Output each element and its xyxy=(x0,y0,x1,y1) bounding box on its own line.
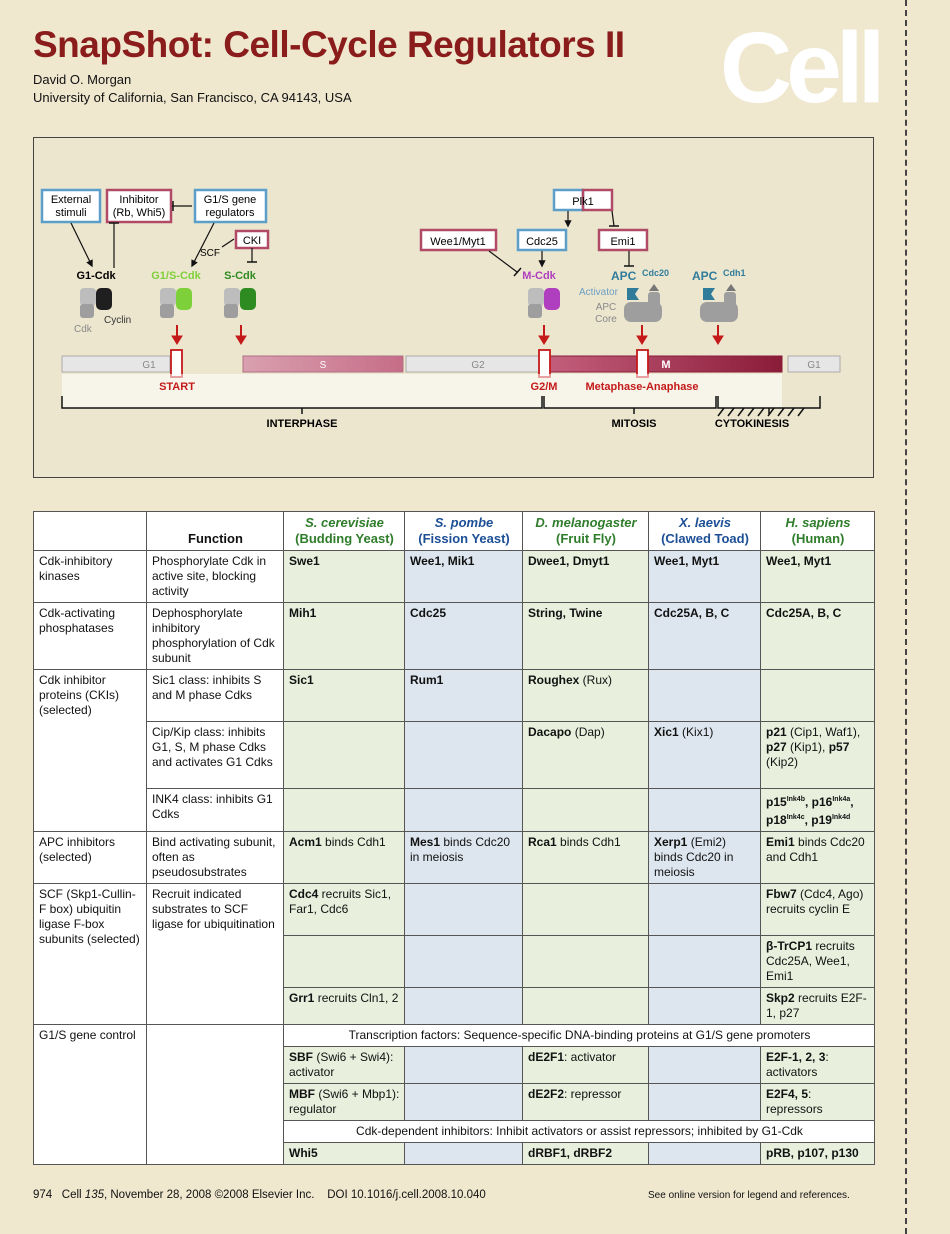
table-row: β-TrCP1 recruits Cdc25A, Wee1, Emi1 xyxy=(34,935,875,988)
svg-text:External: External xyxy=(51,194,91,206)
phase-g1-next: G1 xyxy=(807,360,821,371)
inhibitor-box: Inhibitor (Rb, Whi5) xyxy=(105,188,173,224)
svg-text:Cdc20: Cdc20 xyxy=(642,268,669,278)
header-hsapiens: H. sapiens(Human) xyxy=(760,511,875,551)
footer-note: See online version for legend and refere… xyxy=(648,1190,850,1201)
table-row: SBF (Swi6 + Swi4): activator dE2F1: acti… xyxy=(34,1046,875,1084)
footer-citation: 974 Cell 135, November 28, 2008 ©2008 El… xyxy=(33,1189,486,1201)
cki-box: CKI xyxy=(234,229,270,250)
apc-cdc20-label: APC Cdc20 xyxy=(611,268,669,283)
table-row: APC inhibitors (selected) Bind activatin… xyxy=(33,831,875,884)
s-cdk-complex xyxy=(224,288,256,318)
table-row: Cdk inhibitor proteins (CKIs) (selected)… xyxy=(33,669,875,832)
table-row: Grr1 recruits Cln1, 2 Skp2 recruits E2F-… xyxy=(34,987,875,1025)
m-cdk-complex xyxy=(528,288,560,318)
interphase-label: INTERPHASE xyxy=(267,418,338,430)
external-stimuli-box: External stimuli xyxy=(40,188,102,224)
affiliation: University of California, San Francisco,… xyxy=(33,90,352,105)
table-header-row: Function S. cerevisiae(Budding Yeast) S.… xyxy=(33,511,875,551)
cytokinesis-label: CYTOKINESIS xyxy=(715,418,789,430)
start-label: START xyxy=(159,381,195,393)
table-row: Whi5 dRBF1, dRBF2 pRB, p107, p130 xyxy=(34,1142,875,1165)
activator-label: Activator xyxy=(579,287,619,298)
phase-g1: G1 xyxy=(142,360,156,371)
emi1-box: Emi1 xyxy=(597,228,649,252)
page-title: SnapShot: Cell-Cycle Regulators II xyxy=(33,24,625,65)
m-cdk-label: M-Cdk xyxy=(522,270,556,282)
apc-core-label-1: APC xyxy=(596,302,617,313)
metaphase-anaphase-label: Metaphase-Anaphase xyxy=(585,381,698,393)
apc-cdh1-label: APC Cdh1 xyxy=(692,268,746,283)
header-xlaevis: X. laevis(Clawed Toad) xyxy=(648,511,761,551)
svg-text:CKI: CKI xyxy=(243,235,261,247)
table-row: Cdk-activating phosphatases Dephosphoryl… xyxy=(33,602,875,670)
svg-text:Emi1: Emi1 xyxy=(610,236,635,248)
scf-label: SCF xyxy=(200,248,220,259)
header-function: Function xyxy=(146,511,284,551)
cyclin-label: Cyclin xyxy=(104,315,131,326)
apc-cdh1-complex xyxy=(700,284,738,322)
cut-line xyxy=(905,0,907,1234)
svg-text:G1/S gene: G1/S gene xyxy=(204,194,257,206)
phase-brackets xyxy=(61,396,821,417)
wee1-myt1-box: Wee1/Myt1 xyxy=(419,228,498,252)
svg-text:stimuli: stimuli xyxy=(55,207,86,219)
mitosis-label: MITOSIS xyxy=(611,418,656,430)
svg-text:Plk1: Plk1 xyxy=(572,196,593,208)
header-dmelanogaster: D. melanogaster(Fruit Fly) xyxy=(522,511,649,551)
svg-text:(Rb, Whi5): (Rb, Whi5) xyxy=(113,207,166,219)
g1s-cdk-label: G1/S-Cdk xyxy=(151,270,201,282)
apc-core-label-2: Core xyxy=(595,314,617,325)
svg-text:APC: APC xyxy=(692,269,718,283)
regulators-table: Function S. cerevisiae(Budding Yeast) S.… xyxy=(33,511,875,1165)
cdk-label: Cdk xyxy=(74,324,93,335)
svg-text:Wee1/Myt1: Wee1/Myt1 xyxy=(430,236,485,248)
phase-bar: G1 S G2 M G1 xyxy=(61,349,841,378)
s-cdk-label: S-Cdk xyxy=(224,270,257,282)
phase-m: M xyxy=(661,359,670,371)
header-scerevisiae: S. cerevisiae(Budding Yeast) xyxy=(283,511,405,551)
phase-g2: G2 xyxy=(471,360,485,371)
g2m-label: G2/M xyxy=(531,381,558,393)
svg-text:Cdh1: Cdh1 xyxy=(723,268,746,278)
svg-text:Inhibitor: Inhibitor xyxy=(119,194,158,206)
table-row: G1/S gene control Transcription factors:… xyxy=(33,1024,875,1165)
cdc25-box: Cdc25 xyxy=(516,228,568,252)
header-spombe: S. pombe(Fission Yeast) xyxy=(404,511,523,551)
svg-text:APC: APC xyxy=(611,269,637,283)
cell-cycle-diagram: External stimuli Inhibitor (Rb, Whi5) G1… xyxy=(33,137,874,478)
table-row: INK4 class: inhibits G1 Cdks p15Ink4b, p… xyxy=(34,788,875,832)
phase-s: S xyxy=(320,360,327,371)
table-row: MBF (Swi6 + Mbp1): regulator dE2F2: repr… xyxy=(34,1083,875,1121)
g1s-gene-regulators-box: G1/S gene regulators xyxy=(193,188,268,224)
cell-logo: Cell xyxy=(720,12,885,124)
table-row: Cip/Kip class: inhibits G1, S, M phase C… xyxy=(34,721,875,789)
svg-text:Cdc25: Cdc25 xyxy=(526,236,558,248)
plk1-box: Plk1 xyxy=(552,188,614,212)
author: David O. Morgan xyxy=(33,72,132,87)
apc-cdc20-complex xyxy=(624,284,662,322)
transition-arrows xyxy=(171,325,724,345)
g1s-cdk-complex xyxy=(160,288,192,318)
g1-cdk-complex xyxy=(80,288,112,318)
table-row: SCF (Skp1-Cullin-F box) ubiquitin ligase… xyxy=(33,883,875,1025)
table-row: Cdk-inhibitory kinases Phosphorylate Cdk… xyxy=(33,550,875,603)
g1-cdk-label: G1-Cdk xyxy=(76,270,116,282)
svg-text:regulators: regulators xyxy=(206,207,255,219)
